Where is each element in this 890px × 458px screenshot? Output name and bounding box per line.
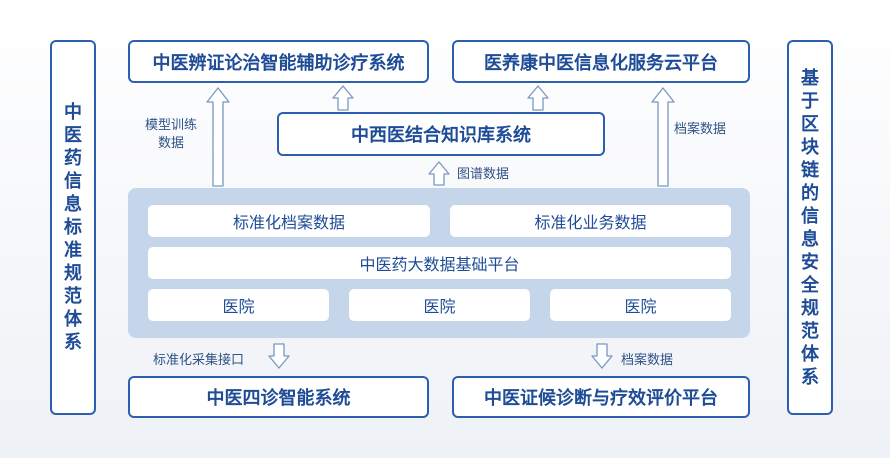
knowledge-base-box: 中西医结合知识库系统 (277, 112, 605, 156)
graph-data-label: 图谱数据 (457, 167, 510, 182)
hospital-cell: 医院 (148, 289, 329, 321)
diagnosis-assist-system-label: 中医辨证论治智能辅助诊疗系统 (152, 52, 405, 74)
big-data-base-platform-cell: 中医药大数据基础平台 (148, 247, 731, 279)
up-arrow-kb-left (332, 85, 354, 111)
down-arrow-collection (268, 343, 290, 369)
down-arrow-archive (591, 343, 613, 369)
up-arrow-kb-right (527, 85, 549, 111)
archive-data-down-label: 档案数据 (621, 353, 674, 368)
four-diagnosis-system-label: 中医四诊智能系统 (206, 388, 351, 409)
blockchain-security-label: 基于区块链的信息安全规范体系 (801, 67, 819, 388)
up-arrow-archive (651, 87, 675, 187)
big-data-platform-panel: 标准化档案数据 标准化业务数据 中医药大数据基础平台 医院 医院 医院 (128, 188, 750, 338)
standards-system-box: 中医药信息标准规范体系 (50, 40, 96, 415)
four-diagnosis-system-box: 中医四诊智能系统 (128, 376, 429, 418)
up-arrow-graph (428, 161, 450, 186)
hospital-cell: 医院 (349, 289, 530, 321)
up-arrow-model-training (206, 87, 230, 187)
diagnosis-assist-system-box: 中医辨证论治智能辅助诊疗系统 (128, 40, 429, 83)
hospital-cell: 医院 (550, 289, 731, 321)
collection-interface-label: 标准化采集接口 (153, 353, 245, 368)
archive-data-up-label: 档案数据 (674, 122, 727, 137)
model-training-label: 模型训练 数据 (144, 118, 197, 151)
knowledge-base-label: 中西医结合知识库系统 (351, 125, 531, 146)
cloud-platform-box: 医养康中医信息化服务云平台 (452, 40, 750, 83)
syndrome-evaluation-platform-box: 中医证候诊断与疗效评价平台 (452, 376, 750, 418)
standards-system-label: 中医药信息标准规范体系 (64, 102, 82, 353)
standard-archive-data-cell: 标准化档案数据 (148, 205, 430, 237)
cloud-platform-label: 医养康中医信息化服务云平台 (484, 52, 718, 74)
blockchain-security-box: 基于区块链的信息安全规范体系 (787, 40, 833, 415)
syndrome-evaluation-platform-label: 中医证候诊断与疗效评价平台 (484, 388, 718, 409)
standard-business-data-cell: 标准化业务数据 (450, 205, 731, 237)
